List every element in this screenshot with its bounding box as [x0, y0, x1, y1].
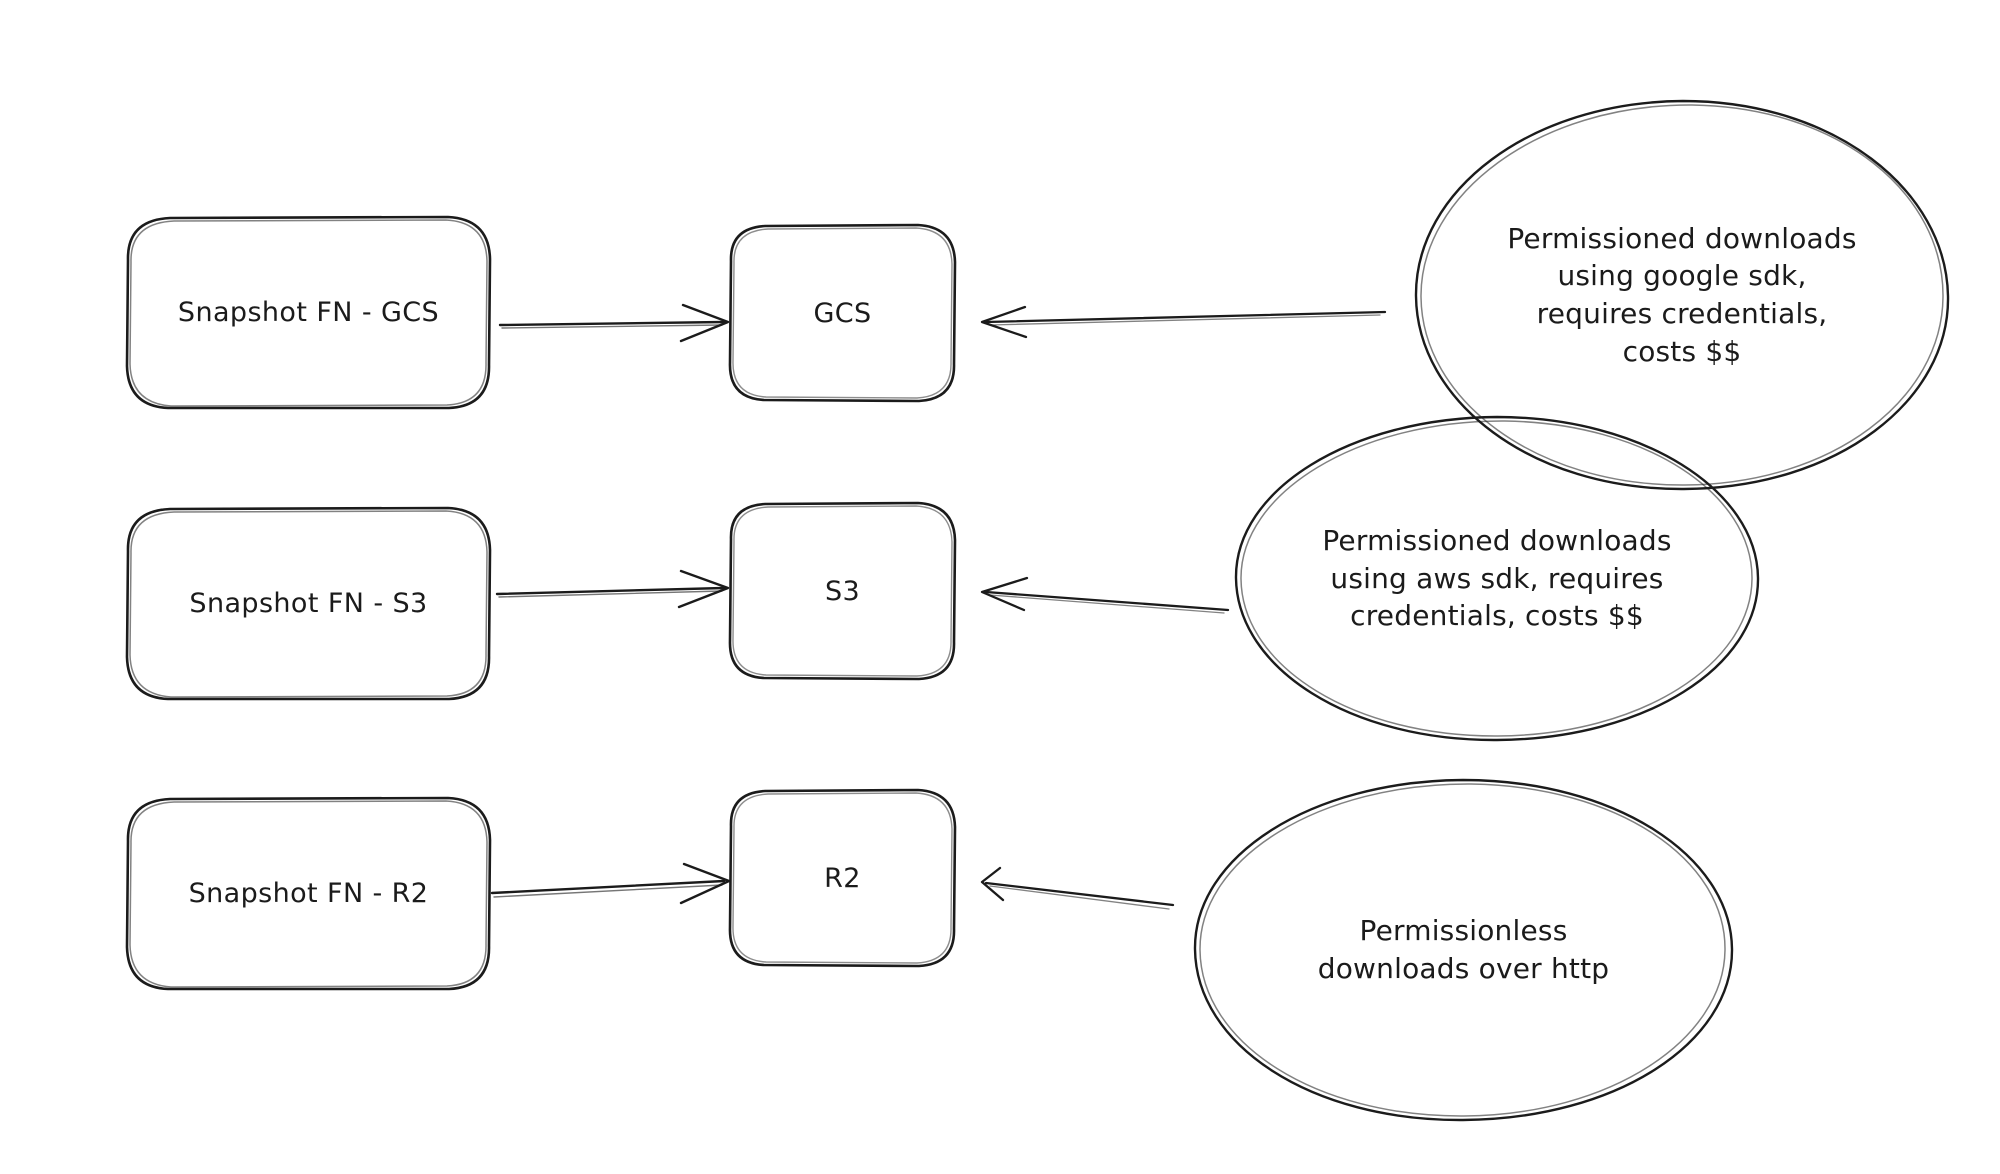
note-shape-r2	[1193, 778, 1734, 1122]
node-shape-snapshot-fn-s3	[125, 506, 492, 701]
node-shape-gcs	[728, 223, 957, 403]
node-shape-s3	[728, 501, 957, 681]
node-shape-r2	[728, 788, 957, 968]
edge-note-r2-to-r2	[980, 866, 1175, 910]
edge-snapshot-fn-gcs-to-gcs	[498, 303, 730, 343]
edge-note-s3-to-s3	[980, 576, 1230, 614]
node-shape-snapshot-fn-gcs	[125, 215, 492, 410]
note-shape-s3	[1234, 415, 1760, 742]
edge-snapshot-fn-s3-to-s3	[495, 569, 730, 609]
edge-snapshot-fn-r2-to-r2	[490, 862, 731, 905]
node-shape-snapshot-fn-r2	[125, 796, 492, 991]
edge-note-gcs-to-gcs	[980, 305, 1387, 339]
note-shape-gcs	[1414, 99, 1950, 491]
